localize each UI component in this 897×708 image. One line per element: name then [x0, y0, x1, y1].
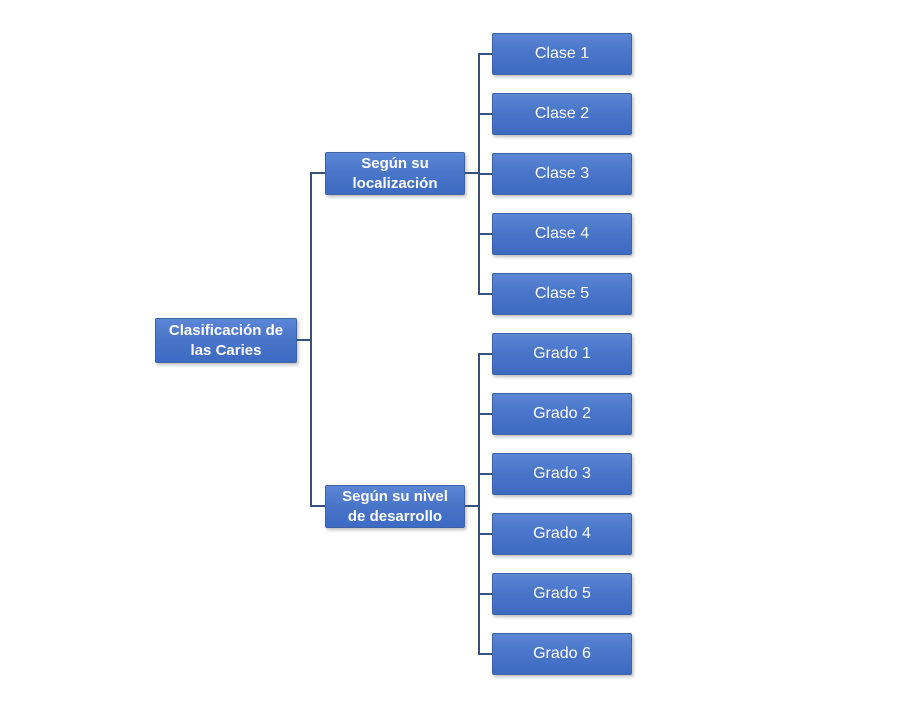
connector-grado-2-stub [478, 413, 492, 415]
connector-root-out [297, 339, 312, 341]
connector-branch1-in [310, 172, 325, 174]
connector-grado-5-stub [478, 593, 492, 595]
connector-clase-5-stub [478, 293, 492, 295]
connector-clase-2-stub [478, 113, 492, 115]
leaf-node-grado-3-label: Grado 3 [533, 465, 591, 482]
connector-clase-3-stub [478, 173, 492, 175]
leaf-node-clase-5: Clase 5 [492, 273, 632, 315]
root-node-label: Clasificación de las Caries [168, 322, 284, 359]
leaf-node-clase-3-label: Clase 3 [534, 165, 590, 182]
connector-branch2-out [465, 505, 480, 507]
connector-clase-1-stub [478, 53, 492, 55]
branch-node-localizacion-label: Según su localización [352, 155, 438, 192]
leaf-node-grado-6: Grado 6 [492, 633, 632, 675]
leaf-node-grado-3: Grado 3 [492, 453, 632, 495]
leaf-node-grado-2: Grado 2 [492, 393, 632, 435]
connector-trunk-grado [478, 353, 480, 655]
leaf-node-clase-5-label: Clase 5 [534, 285, 590, 302]
connector-branch2-in [310, 505, 325, 507]
branch-node-nivel-desarrollo-label: Según su nivel de desarrollo [342, 488, 448, 525]
connector-branch1-out [465, 172, 480, 174]
leaf-node-clase-4: Clase 4 [492, 213, 632, 255]
leaf-node-clase-2: Clase 2 [492, 93, 632, 135]
leaf-node-clase-2-label: Clase 2 [534, 105, 590, 122]
leaf-node-grado-5-label: Grado 5 [533, 585, 591, 602]
leaf-node-grado-1-label: Grado 1 [533, 345, 591, 362]
connector-grado-1-stub [478, 353, 492, 355]
leaf-node-clase-4-label: Clase 4 [534, 225, 590, 242]
leaf-node-clase-1-label: Clase 1 [534, 45, 590, 62]
branch-node-nivel-desarrollo: Según su nivel de desarrollo [325, 485, 465, 528]
root-node-clasificacion-caries: Clasificación de las Caries [155, 318, 297, 363]
leaf-node-grado-6-label: Grado 6 [533, 645, 591, 662]
connector-grado-4-stub [478, 533, 492, 535]
connector-clase-4-stub [478, 233, 492, 235]
leaf-node-grado-4-label: Grado 4 [533, 525, 591, 542]
leaf-node-grado-1: Grado 1 [492, 333, 632, 375]
connector-grado-3-stub [478, 473, 492, 475]
connector-grado-6-stub [478, 653, 492, 655]
leaf-node-grado-4: Grado 4 [492, 513, 632, 555]
leaf-node-clase-1: Clase 1 [492, 33, 632, 75]
branch-node-localizacion: Según su localización [325, 152, 465, 195]
leaf-node-clase-3: Clase 3 [492, 153, 632, 195]
leaf-node-grado-5: Grado 5 [492, 573, 632, 615]
connector-trunk-level2 [310, 172, 312, 507]
leaf-node-grado-2-label: Grado 2 [533, 405, 591, 422]
